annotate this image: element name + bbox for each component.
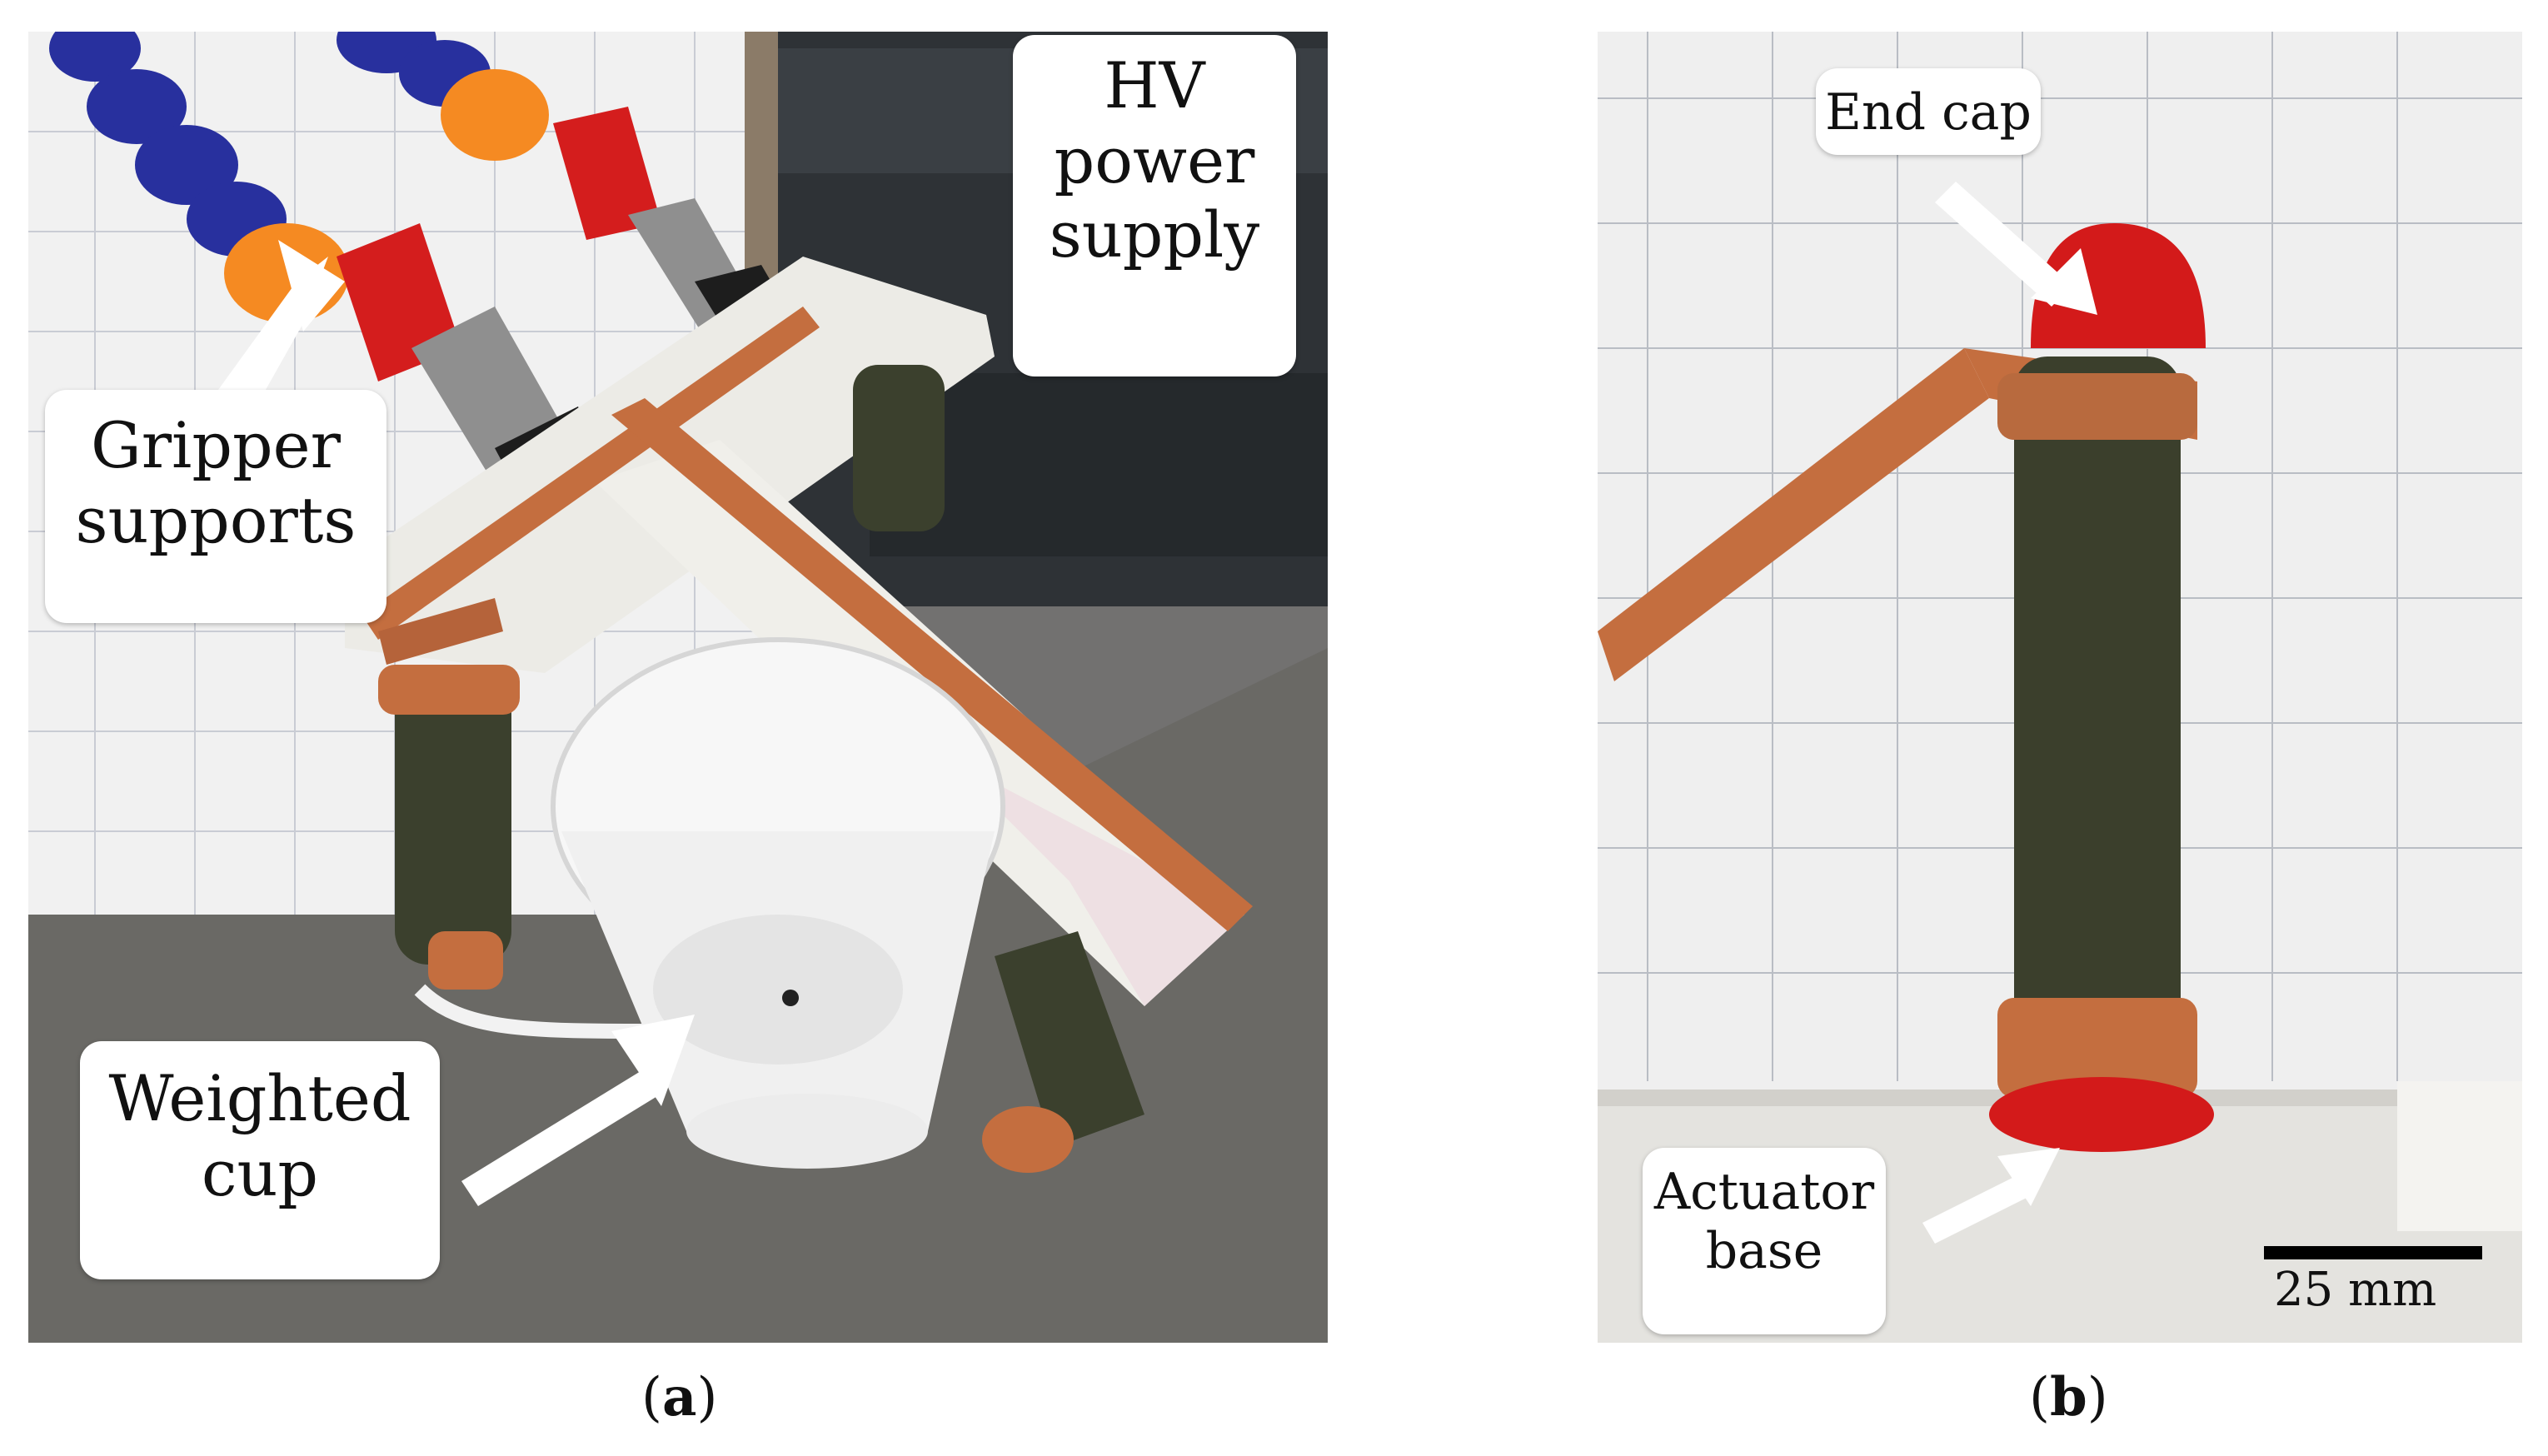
caption-a-letter: a: [661, 1366, 697, 1429]
weighted-cup-label: Weighted cup: [80, 1041, 440, 1279]
hv-power-supply-label: HV power supply: [1013, 35, 1296, 376]
end-cap-label: End cap: [1816, 68, 2041, 155]
scale-bar: [2264, 1246, 2482, 1259]
actuator-base-label: Actuator base: [1643, 1148, 1886, 1334]
gripper-supports-label: Gripper supports: [45, 390, 386, 623]
photo-panel-a: HV power supply Gripper supports Weighte…: [28, 32, 1328, 1343]
caption-a: (a): [641, 1366, 718, 1429]
photo-panel-b: End cap Actuator base 25 mm: [1598, 32, 2522, 1343]
scale-bar-label: 25 mm: [2274, 1263, 2437, 1317]
caption-b: (b): [2029, 1366, 2108, 1429]
actuator-photo: [1598, 32, 2522, 1343]
caption-b-letter: b: [2049, 1366, 2087, 1429]
